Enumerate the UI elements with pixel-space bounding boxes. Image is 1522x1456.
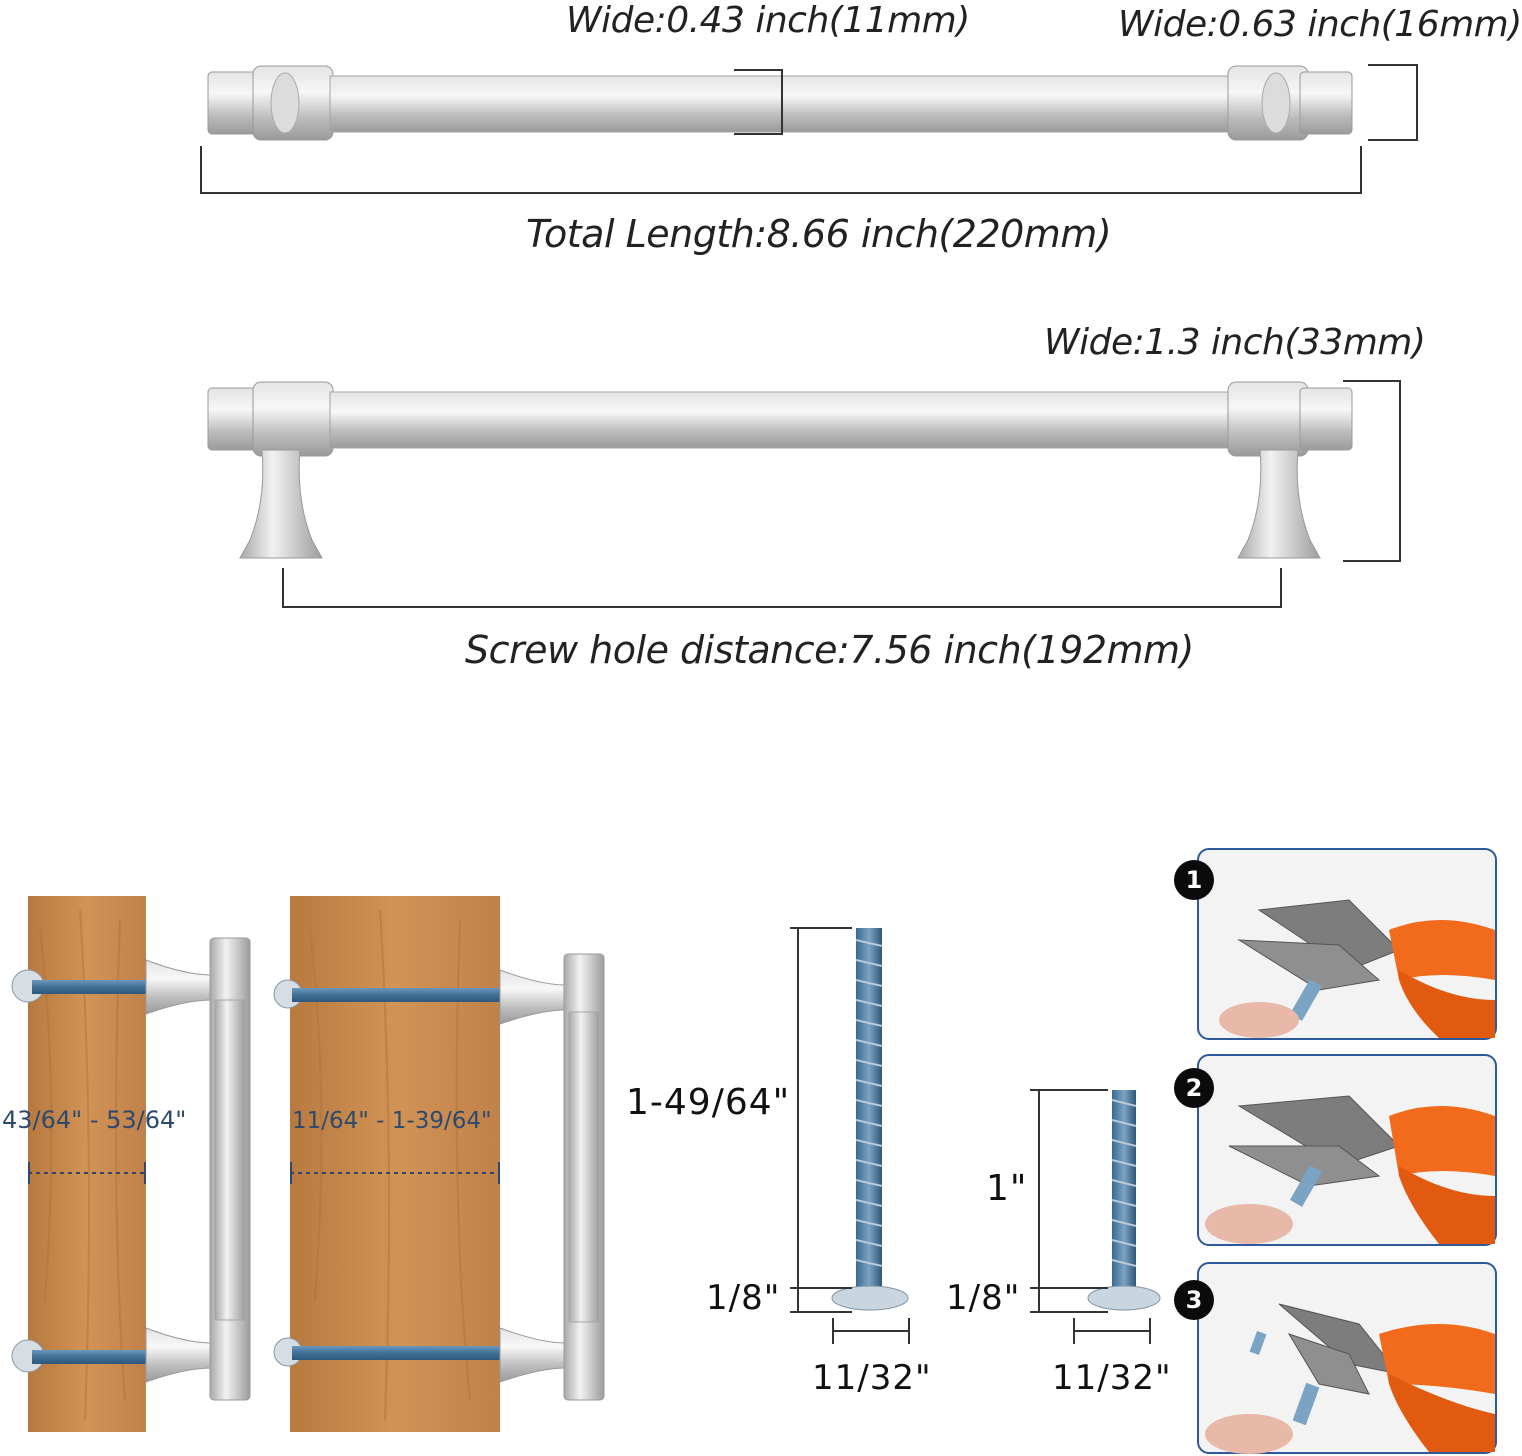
step-badge-2: 2 [1174,1068,1214,1108]
thick-door-diagram [273,896,605,1432]
thin-door-thickness: 43/64" - 53/64" [2,1106,187,1134]
total-length-label: Total Length:8.66 inch(220mm) [526,212,1112,256]
long-screw-head: 1/8" [706,1278,781,1318]
step-badge-1: 1 [1174,860,1214,900]
short-screw-length: 1" [986,1168,1028,1209]
long-screw-diameter: 11/32" [812,1358,932,1398]
thick-door-thickness: 11/64" - 1-39/64" [292,1108,492,1134]
short-screw-head: 1/8" [946,1278,1021,1318]
hole-distance-label: Screw hole distance:7.56 inch(192mm) [465,628,1194,672]
thin-door-diagram [11,896,251,1432]
pliers-illustration [1219,899,1495,1038]
step-badge-3: 3 [1174,1280,1214,1320]
step-3-panel [1197,1262,1497,1454]
handle-top-view [200,64,1418,194]
height-label: Wide:1.3 inch(33mm) [1044,322,1426,363]
end-width-label: Wide:0.63 inch(16mm) [1118,4,1522,45]
handle-side-view [207,380,1401,608]
long-screw [790,927,910,1344]
step-1-panel [1197,848,1497,1040]
pliers-illustration [1205,1303,1495,1454]
pliers-illustration [1205,1095,1495,1244]
bar-width-label: Wide:0.43 inch(11mm) [566,0,970,41]
short-screw-diameter: 11/32" [1052,1358,1172,1398]
step-2-panel [1197,1054,1497,1246]
short-screw [1030,1089,1161,1344]
long-screw-length: 1-49/64" [626,1082,791,1123]
